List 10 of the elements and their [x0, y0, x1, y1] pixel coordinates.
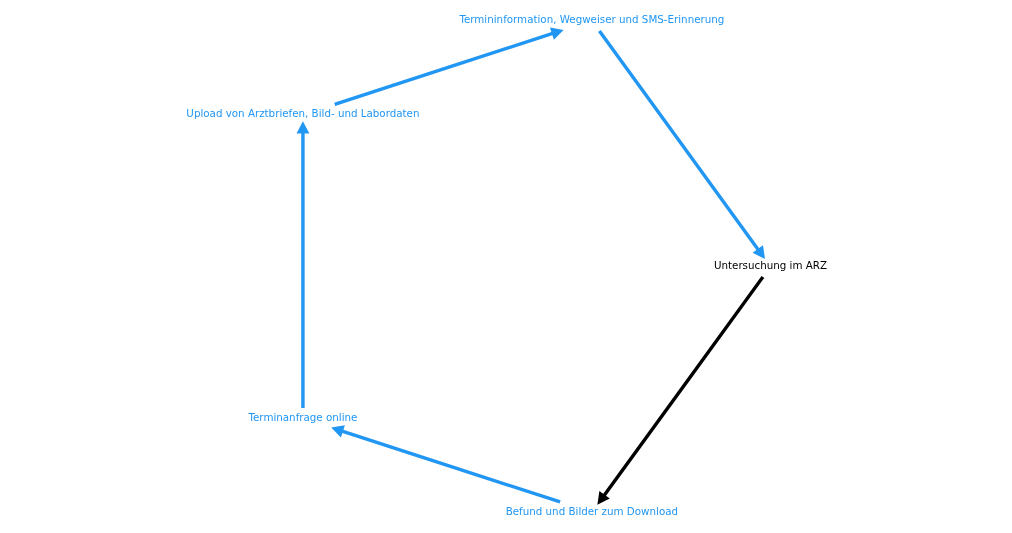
arrow [333, 27, 564, 106]
node-text: Befund und Bilder zum Download [505, 504, 678, 517]
node-text: Upload von Arztbriefen, Bild- und Labordaten [185, 107, 419, 120]
arrow [596, 275, 764, 505]
node-text: Termininformation, Wegweiser und SMS-Erinnerung [458, 13, 724, 26]
node-text: Untersuchung im ARZ [713, 259, 827, 272]
arrow [296, 121, 309, 408]
arrow [330, 425, 561, 504]
node-text: Terminanfrage online [247, 410, 357, 423]
arrow [597, 30, 765, 259]
